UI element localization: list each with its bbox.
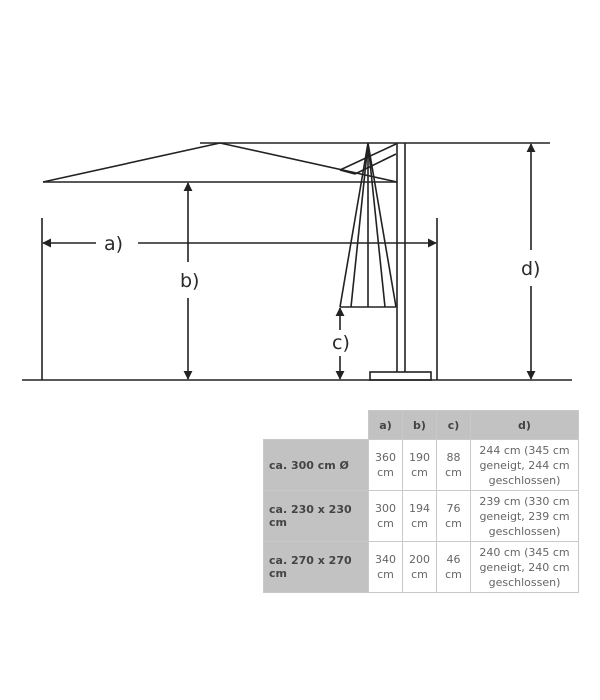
- header-a: a): [368, 410, 403, 440]
- row-label: ca. 270 x 270 cm: [263, 541, 369, 593]
- mast: [396, 143, 406, 372]
- label-c: c): [332, 332, 350, 354]
- base-plate: [369, 371, 432, 381]
- header-blank: [263, 410, 369, 440]
- table-header-row: a) b) c) d): [263, 410, 579, 440]
- header-c: c): [436, 410, 471, 440]
- header-d: d): [470, 410, 579, 440]
- label-a: a): [104, 233, 123, 255]
- row-label: ca. 230 x 230 cm: [263, 490, 369, 542]
- parasol-dimension-diagram: a) b) c) d): [22, 142, 572, 381]
- header-b: b): [402, 410, 437, 440]
- closed-umbrella: [339, 142, 397, 308]
- row-label: ca. 300 cm Ø: [263, 439, 369, 491]
- canopy: [42, 142, 398, 183]
- label-d: d): [521, 258, 540, 280]
- label-b: b): [180, 270, 199, 292]
